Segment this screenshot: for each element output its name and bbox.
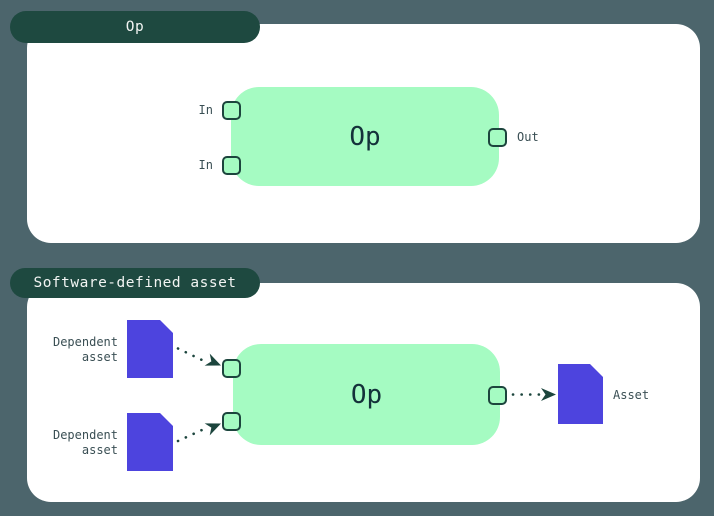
dependent-asset-document-icon bbox=[127, 413, 173, 471]
input-port bbox=[222, 359, 241, 378]
output-port-label: Out bbox=[517, 130, 539, 144]
dependent-asset-label: Dependent asset bbox=[52, 335, 118, 364]
sda-section-tab: Software-defined asset bbox=[10, 268, 260, 298]
sda-op-node-label: Op bbox=[350, 379, 383, 410]
asset-label: Asset bbox=[613, 388, 650, 402]
output-port bbox=[488, 128, 507, 147]
op-node-label: Op bbox=[349, 121, 381, 152]
input-port-label: In bbox=[198, 103, 213, 117]
input-port bbox=[222, 101, 241, 120]
input-port-label: In bbox=[198, 158, 213, 172]
op-section-tab: Op bbox=[10, 11, 260, 43]
dependent-asset-label: Dependent asset bbox=[52, 428, 118, 457]
dependent-asset-document-icon bbox=[127, 320, 173, 378]
input-port bbox=[222, 412, 241, 431]
op-node: Op bbox=[231, 87, 499, 186]
output-port bbox=[488, 386, 507, 405]
asset-document-icon bbox=[558, 364, 603, 424]
input-port bbox=[222, 156, 241, 175]
sda-op-node: Op bbox=[233, 344, 500, 445]
